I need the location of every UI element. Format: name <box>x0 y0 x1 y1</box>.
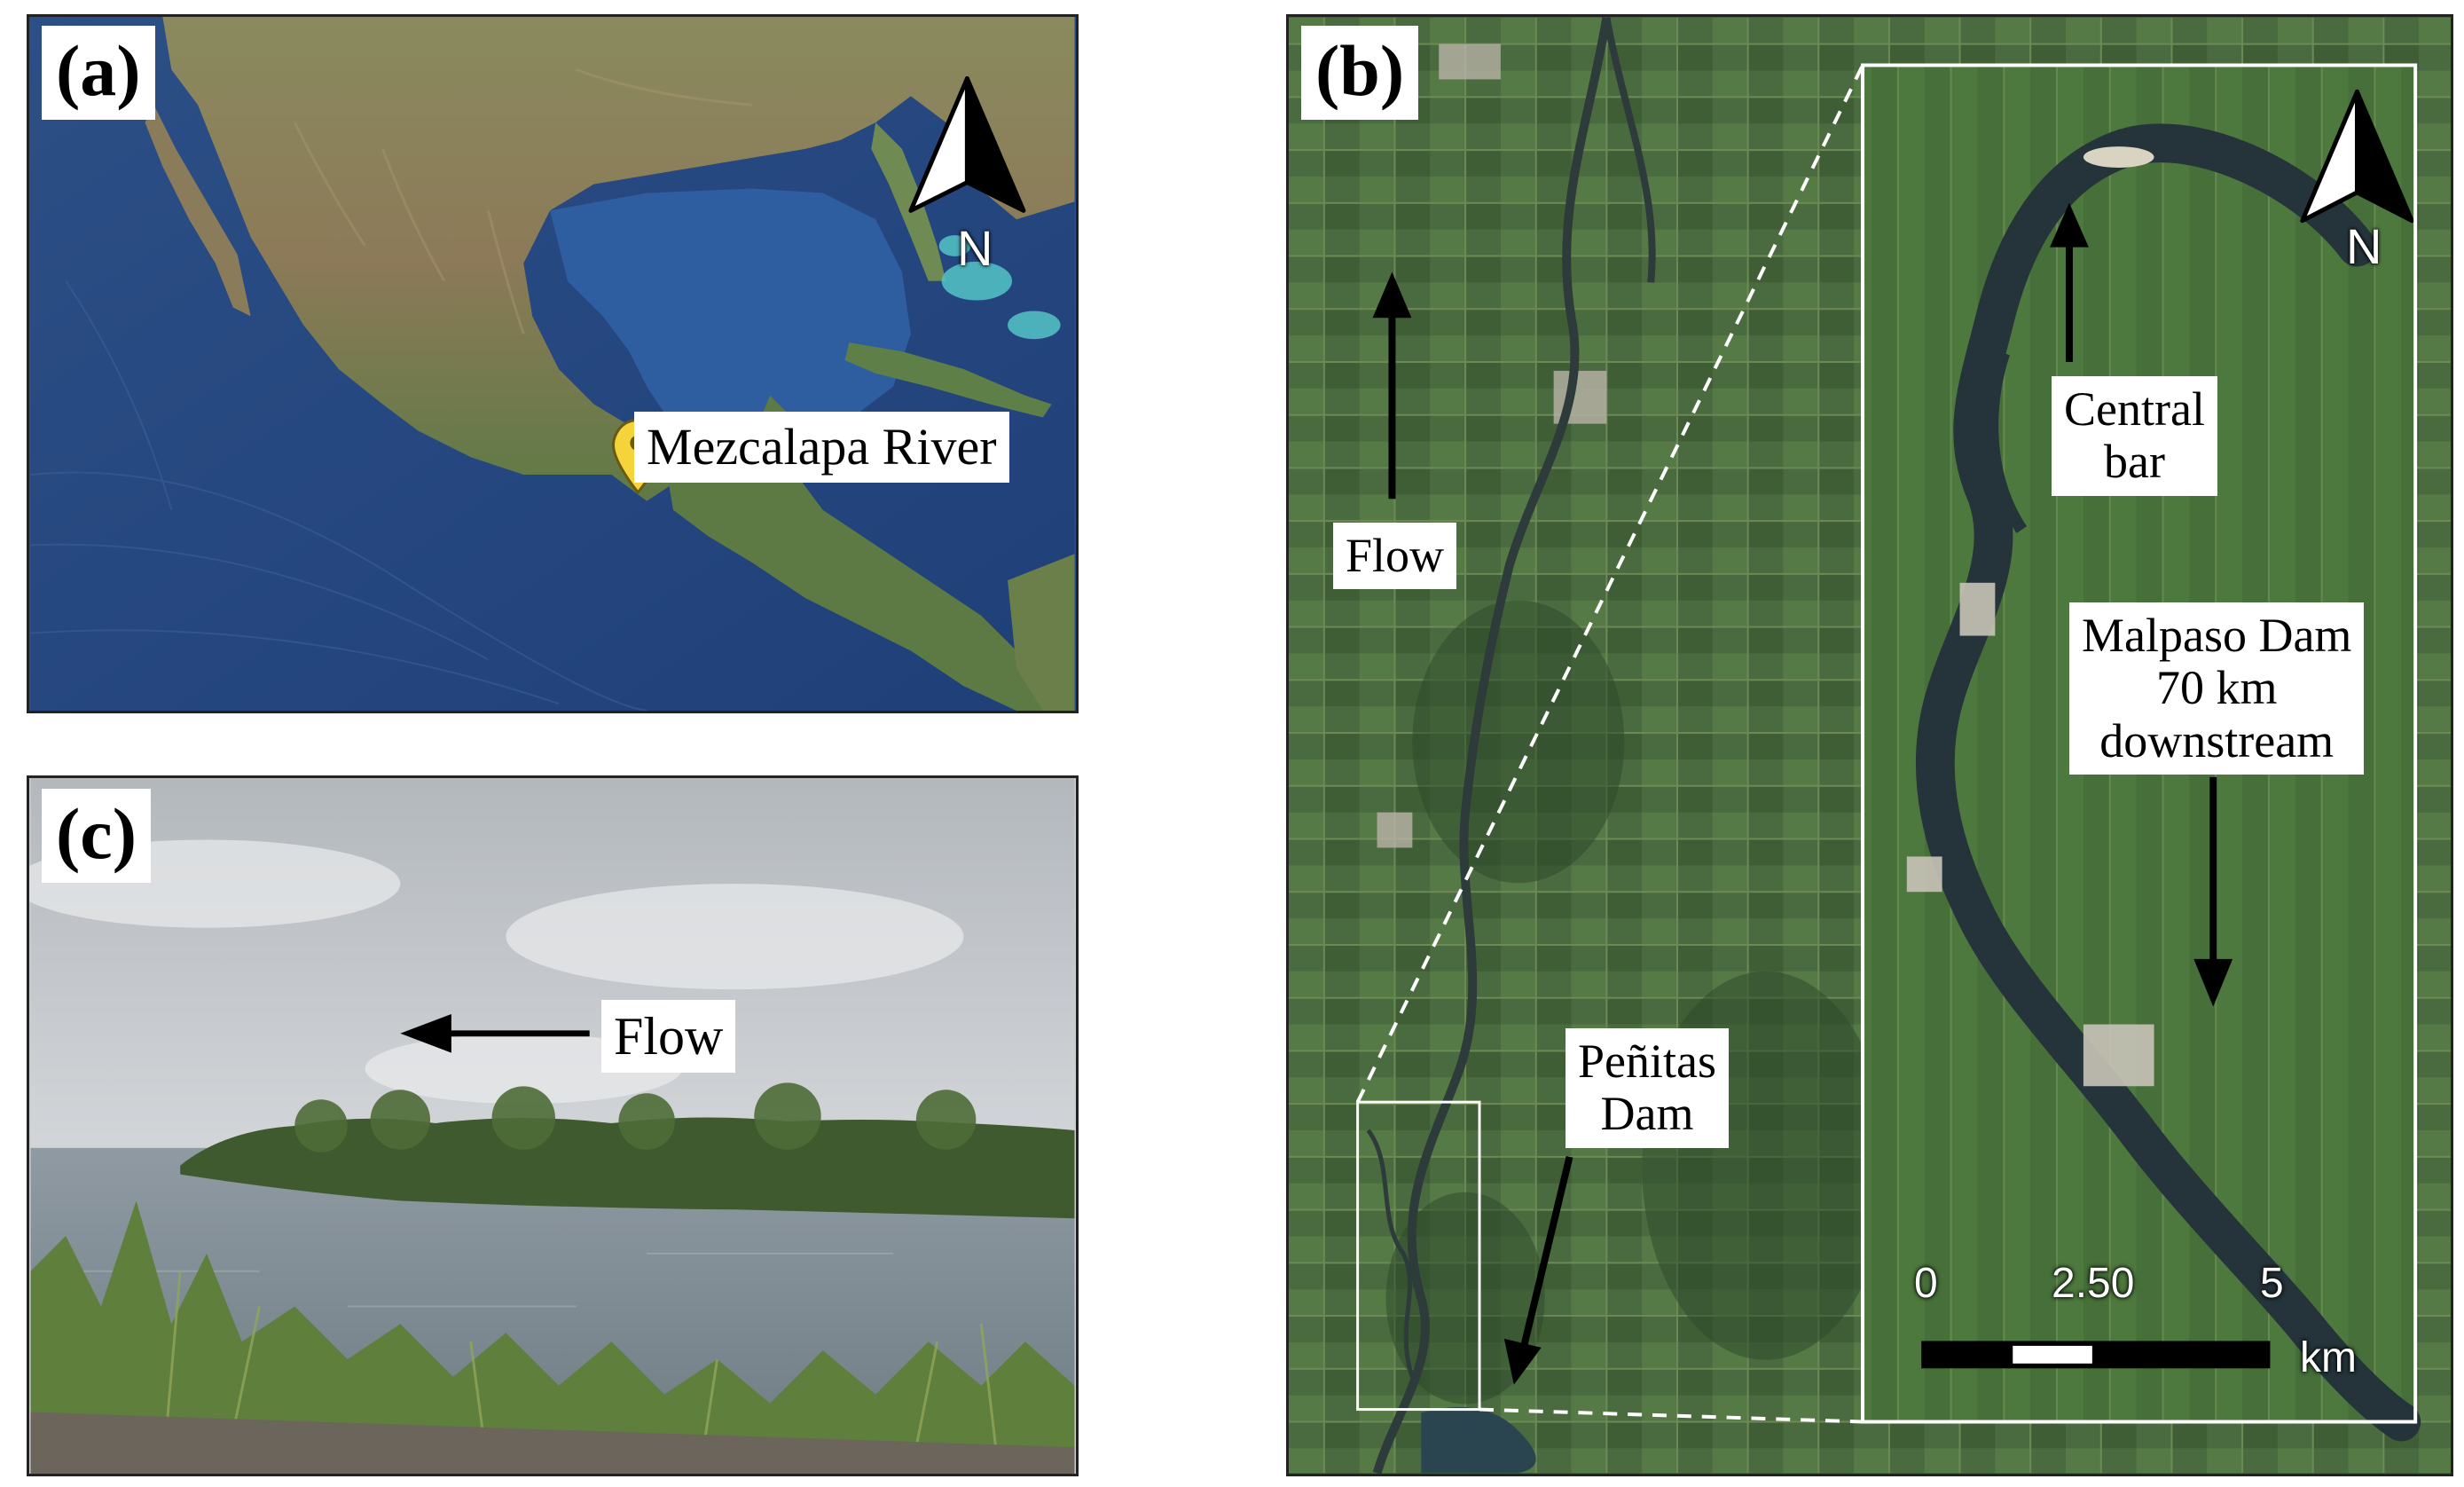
penitas-dam-label: Peñitas Dam <box>1566 1028 1729 1148</box>
scale-tick-5: 5 <box>2260 1260 2284 1307</box>
malpaso-arrow-icon <box>2193 776 2233 1007</box>
central-bar-arrow-icon <box>2050 202 2089 362</box>
north-arrow-icon <box>908 75 1026 213</box>
foreground-grass <box>30 1200 1075 1474</box>
river-channel-inset <box>1915 123 2421 1442</box>
panel-c-label: (c) <box>42 789 152 883</box>
panel-c-flow-arrow-icon <box>400 1013 590 1053</box>
scale-tick-0: 0 <box>1914 1260 1938 1307</box>
panel-b-satellite-map: (b) N Flow Peñitas Dam Central bar Malpa… <box>1286 14 2453 1476</box>
cuba <box>844 342 1052 418</box>
baja-california <box>145 105 251 317</box>
panel-a-label: (a) <box>42 26 155 120</box>
scale-unit: km <box>2300 1334 2357 1381</box>
north-america-landmass <box>162 17 1075 501</box>
scale-bar <box>1921 1341 2271 1369</box>
florida <box>871 122 946 281</box>
penitas-arrow-icon <box>1503 1155 1573 1385</box>
panel-b-flow-arrow-icon <box>1372 271 1412 500</box>
river-photo-graphic <box>29 778 1075 1474</box>
south-america <box>1008 554 1075 711</box>
panel-c-river-photo: (c) Flow <box>27 775 1079 1476</box>
panel-a-regional-map: (a) N Mezcalapa River <box>27 14 1079 713</box>
north-arrow-icon <box>2300 89 2414 224</box>
regional-map-graphic <box>30 17 1075 711</box>
panel-b-north-letter: N <box>2346 218 2382 274</box>
panel-c-flow-label: Flow <box>601 1000 736 1073</box>
panel-b-flow-label: Flow <box>1333 523 1457 590</box>
central-bar-label: Central bar <box>2052 376 2217 496</box>
inset-locator-box <box>1356 1100 1481 1412</box>
panel-a-north-letter: N <box>957 220 993 276</box>
scale-tick-2-50: 2.50 <box>2052 1260 2135 1307</box>
river-channel-regional <box>1372 17 1612 1474</box>
mezcalapa-river-label: Mezcalapa River <box>634 412 1009 483</box>
central-bar-shape <box>2083 146 2154 168</box>
gulf-of-mexico <box>550 188 911 440</box>
panel-b-label: (b) <box>1301 26 1419 120</box>
malpaso-dam-label: Malpaso Dam 70 km downstream <box>2069 602 2365 775</box>
